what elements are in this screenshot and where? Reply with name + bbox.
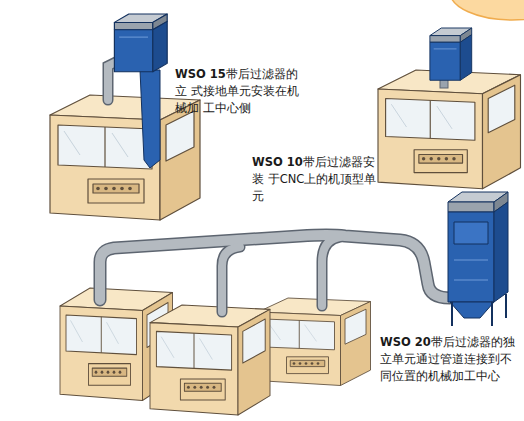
corner-decoration: [450, 0, 524, 20]
duct-system: [100, 235, 450, 312]
callout-text: WSO 20带后过滤器的独 立单元通过管道连接到不 同位置的机械加工中心: [380, 334, 516, 385]
machining-center: [150, 305, 270, 415]
model-name: WSO 15: [175, 67, 226, 81]
wso20-unit: [448, 192, 508, 326]
machining-center: [378, 70, 521, 189]
model-name: WSO 20: [380, 335, 431, 349]
wso10-unit: [430, 28, 472, 80]
machining-center: [258, 298, 371, 386]
callout-text: WSO 15带后过滤器的立 式接地单元安装在机械加 工中心侧: [175, 66, 303, 117]
model-name: WSO 10: [252, 155, 303, 169]
wso15-unit: [114, 14, 167, 72]
callout-text: WSO 10带后过滤器安装 于CNC上的机顶型单元: [252, 154, 378, 205]
unit-stand: [140, 70, 160, 168]
